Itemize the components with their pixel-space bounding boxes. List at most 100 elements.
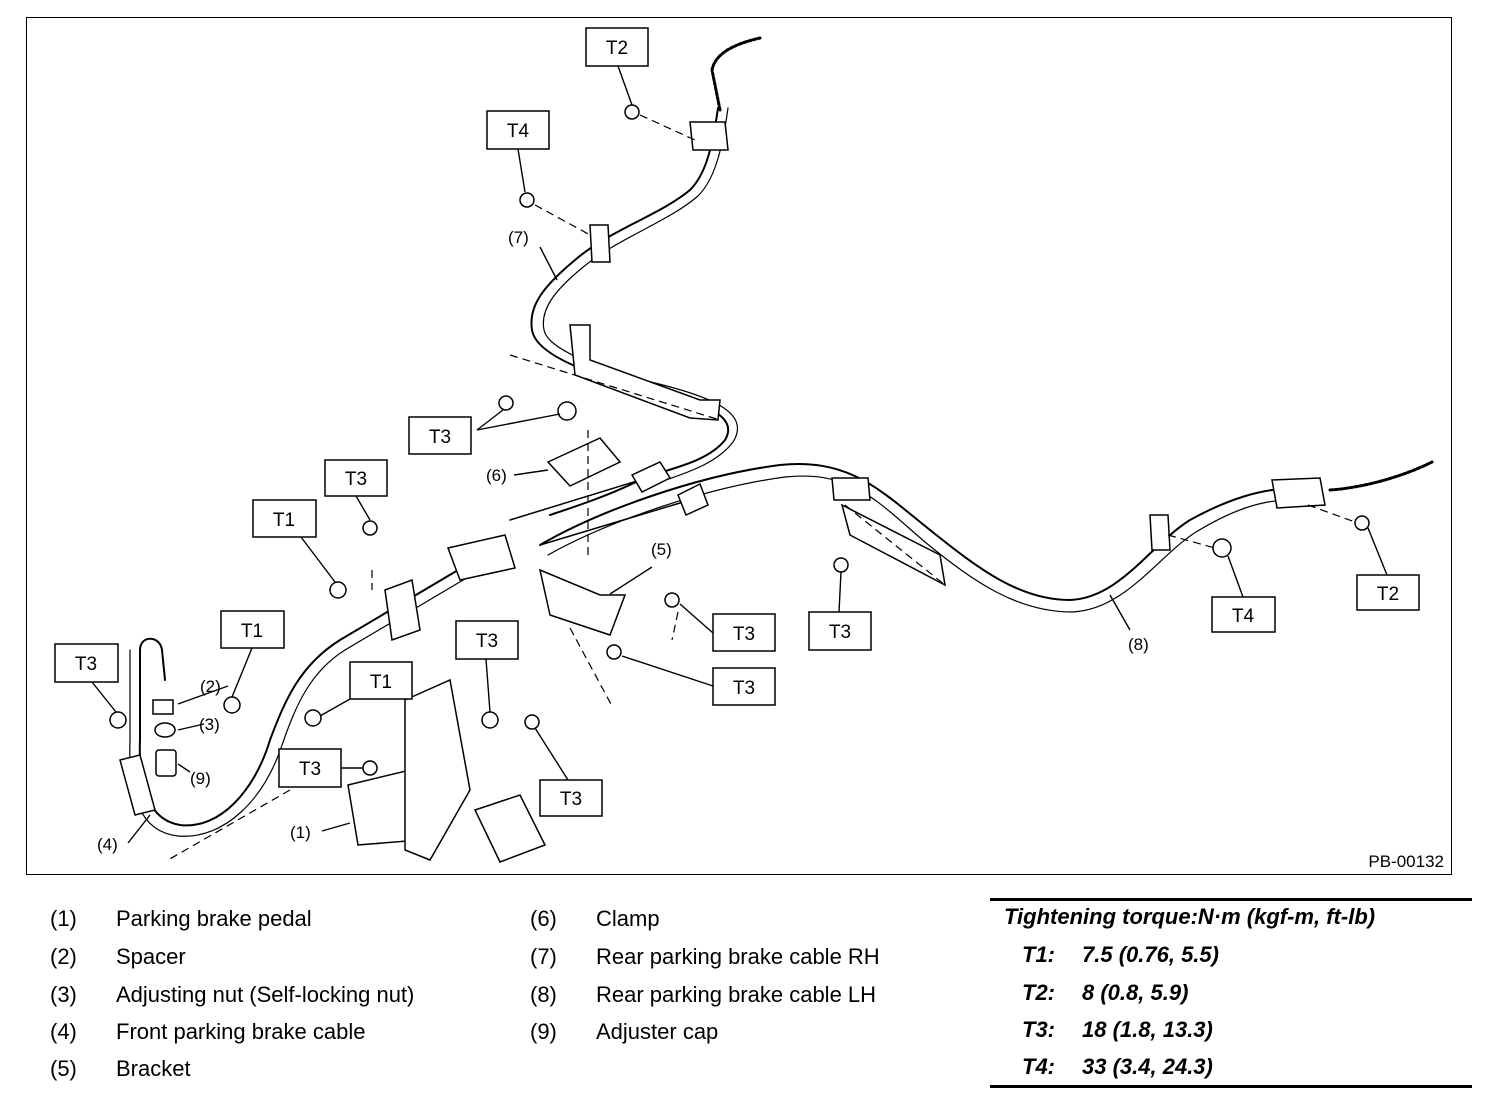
torque-code: T1:: [1022, 942, 1055, 967]
torque-value: 18 (1.8, 13.3): [1082, 1017, 1213, 1042]
callout-7: (7): [508, 228, 529, 247]
svg-text:T3: T3: [429, 427, 451, 448]
cable-mount-block: [384, 578, 421, 642]
legend-num: (5): [50, 1056, 77, 1081]
torque-box-t4-top: T4: [486, 110, 550, 150]
rear-cable-rh-outer: [542, 107, 739, 489]
equalizer-plate: [446, 534, 516, 581]
leader-lines: [91, 65, 1388, 844]
legend-num: (4): [50, 1019, 77, 1044]
bolt-t3-clamp-a: [498, 395, 514, 411]
svg-text:T3: T3: [829, 622, 851, 643]
legend-label: Adjuster cap: [596, 1019, 719, 1044]
svg-text:T1: T1: [241, 621, 263, 642]
torque-box-t3-clamp: T3: [408, 416, 472, 455]
legend-label: Spacer: [116, 944, 186, 969]
bracket: [538, 568, 627, 636]
svg-text:T3: T3: [560, 789, 582, 810]
legend-label: Adjusting nut (Self-locking nut): [116, 982, 415, 1007]
svg-text:T3: T3: [733, 624, 755, 645]
nut-t1-left: [329, 581, 347, 599]
clamp: [546, 437, 622, 487]
rh-bracket-top: [689, 121, 729, 151]
rear-cable-lh-outer: [547, 475, 1291, 613]
svg-text:T4: T4: [507, 121, 530, 142]
rh-rail: [569, 324, 721, 421]
svg-text:T1: T1: [370, 672, 392, 693]
rear-cable-rh: [530, 107, 730, 516]
bolt-t3-lh: [833, 557, 849, 573]
legend-num: (3): [50, 982, 77, 1007]
svg-text:T4: T4: [1232, 606, 1255, 627]
cable-drawings: [129, 36, 1434, 837]
svg-text:T3: T3: [345, 469, 367, 490]
torque-box-t3-mid: T3: [324, 459, 388, 497]
torque-box-t3-far: T3: [54, 643, 119, 683]
callout-3: (3): [199, 715, 220, 734]
torque-box-t3-pedal: T3: [455, 620, 519, 660]
parking-brake-diagram: T2 T4 T3 T3 T1 T1 T1 T3: [54, 27, 1444, 871]
callout-9: (9): [190, 769, 211, 788]
legend-label: Parking brake pedal: [116, 906, 312, 931]
nut-t3-pedal2: [524, 714, 540, 730]
nut-t1-low: [304, 709, 322, 727]
torque-table: Tightening torque:N·m (kgf-m, ft-lb) T1:…: [990, 898, 1472, 1088]
torque-code: T4:: [1022, 1054, 1055, 1079]
bolt-t3-br1: [664, 592, 680, 608]
callout-1: (1): [290, 823, 311, 842]
legend-num: (7): [530, 944, 557, 969]
legend-num: (8): [530, 982, 557, 1007]
figure-id: PB-00132: [1368, 852, 1444, 871]
torque-box-t3-pedal2: T3: [539, 779, 603, 817]
legend-num: (6): [530, 906, 557, 931]
torque-table-heading: Tightening torque:N·m (kgf-m, ft-lb): [1004, 904, 1376, 929]
callout-2: (2): [200, 677, 221, 696]
bolt-t3-mid: [362, 520, 378, 536]
torque-box-t1-left: T1: [252, 499, 317, 538]
rod-b: [539, 499, 691, 546]
lh-end-clip: [1271, 477, 1326, 509]
torque-box-t3-spacer: T3: [278, 748, 342, 788]
callout-4: (4): [97, 835, 118, 854]
callout-5: (5): [651, 540, 672, 559]
bolt-t3-pedal: [481, 711, 499, 729]
svg-text:T2: T2: [606, 38, 628, 59]
torque-box-t3-lh: T3: [808, 611, 872, 651]
svg-text:T3: T3: [75, 654, 97, 675]
pedal-arm: [404, 678, 471, 861]
rh-bracket-mid: [589, 224, 611, 263]
bolt-t2-lh: [1354, 515, 1370, 531]
part-callouts: (7) (6) (5) (2) (3) (9) (4) (1) (8): [97, 228, 1149, 854]
table-rule-top: [990, 898, 1472, 901]
svg-text:T3: T3: [476, 631, 498, 652]
rh-end-fitting: [630, 461, 672, 493]
adjuster-cap: [155, 749, 177, 777]
svg-text:T2: T2: [1377, 584, 1399, 605]
callout-8: (8): [1128, 635, 1149, 654]
bolt-t2-top: [624, 104, 640, 120]
torque-code: T2:: [1022, 980, 1055, 1005]
callout-6: (6): [486, 466, 507, 485]
lh-bracket-a: [831, 477, 871, 501]
bolt-t3-br2: [606, 644, 622, 660]
rh-spring-end: [710, 36, 762, 112]
torque-box-t1-mid: T1: [220, 610, 285, 649]
nut-t3-clamp-b: [557, 401, 577, 421]
torque-box-t3-br2: T3: [712, 667, 776, 706]
torque-boxes: T2 T4 T3 T3 T1 T1 T1 T3: [54, 27, 1420, 817]
legend-label: Rear parking brake cable RH: [596, 944, 880, 969]
torque-box-t4-lh: T4: [1211, 596, 1276, 633]
legend-num: (1): [50, 906, 77, 931]
nut-t1-mid: [223, 696, 241, 714]
legend-num: (2): [50, 944, 77, 969]
bolt-t4-top: [519, 192, 535, 208]
legend-num: (9): [530, 1019, 557, 1044]
fasteners: [109, 104, 1370, 776]
rod-a: [509, 479, 641, 521]
rear-cable-lh: [539, 463, 1291, 602]
torque-box-t1-low: T1: [349, 661, 413, 700]
torque-value: 33 (3.4, 24.3): [1082, 1054, 1213, 1079]
legend-label: Rear parking brake cable LH: [596, 982, 877, 1007]
svg-text:T3: T3: [733, 678, 755, 699]
nut-t3-spacer: [362, 760, 378, 776]
